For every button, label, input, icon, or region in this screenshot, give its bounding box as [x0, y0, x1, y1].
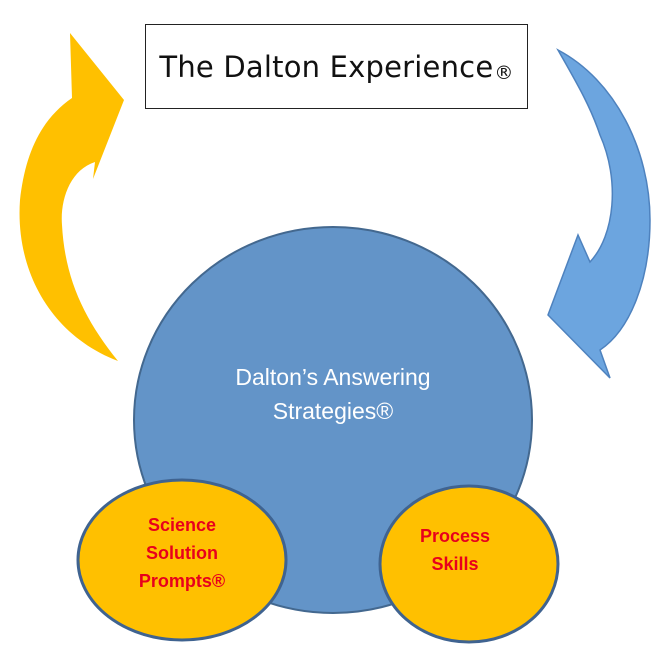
right-bubble: [378, 484, 560, 644]
diagram-title: The Dalton Experience®: [159, 50, 513, 84]
registered-mark: ®: [494, 61, 514, 84]
right-bubble-line2: Skills: [431, 554, 479, 574]
center-label: Dalton’s Answering Strategies®: [185, 360, 481, 428]
center-label-line1: Dalton’s Answering: [235, 364, 431, 390]
yellow-cycle-arrow: [19, 33, 124, 361]
blue-cycle-arrow: [547, 48, 651, 379]
left-bubble: [76, 478, 288, 642]
right-bubble-label: Process Skills: [390, 522, 520, 578]
title-text: The Dalton Experience: [159, 49, 494, 84]
right-bubble-line1: Process: [419, 526, 491, 546]
left-bubble-line3: Prompts®: [138, 571, 226, 591]
left-bubble-label: Science Solution Prompts®: [92, 511, 272, 595]
title-box: The Dalton Experience®: [145, 24, 528, 109]
left-bubble-line1: Science: [147, 515, 217, 535]
center-label-line2: Strategies®: [272, 398, 394, 424]
left-bubble-line2: Solution: [146, 543, 218, 563]
